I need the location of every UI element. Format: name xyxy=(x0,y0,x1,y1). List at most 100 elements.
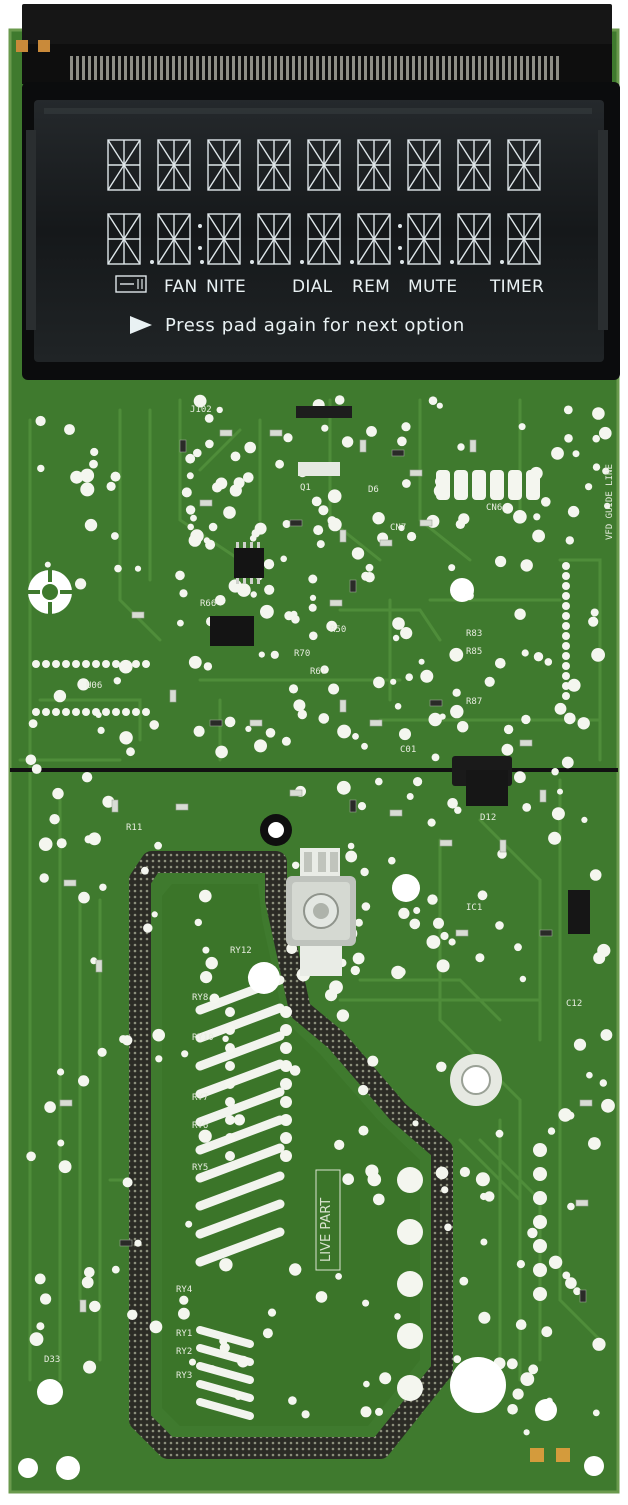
smd-part xyxy=(339,699,347,713)
silkscreen-labels: U06J102Q1D33R11C01RY1RY2RY3RY4RY5RY6RY7R… xyxy=(44,405,582,1381)
solder-pad xyxy=(358,1084,369,1096)
ground-star-pad xyxy=(28,570,72,614)
solder-pad xyxy=(316,540,325,549)
connector-pin xyxy=(424,56,427,80)
vfd-decimal-point xyxy=(350,260,354,264)
solder-pad xyxy=(208,1365,217,1374)
vfd-digit xyxy=(407,213,441,265)
connector-pin xyxy=(328,56,331,80)
vfd-digit xyxy=(207,213,241,265)
ic-leg xyxy=(243,542,246,548)
vfd-digit xyxy=(457,213,491,265)
connector-pin xyxy=(316,56,319,80)
solder-pad xyxy=(586,1071,593,1079)
solder-pad xyxy=(520,559,533,572)
solder-pad xyxy=(229,484,242,497)
relay-pad xyxy=(225,1043,235,1053)
ic-leg xyxy=(257,542,260,548)
solder-pad xyxy=(258,651,265,658)
smd-part xyxy=(369,719,383,727)
solder-pad xyxy=(204,414,214,423)
relay-stripe xyxy=(195,1003,285,1043)
solder-pad xyxy=(477,890,488,901)
solder-pad xyxy=(367,1055,379,1067)
solder-pad xyxy=(589,869,602,881)
solder-pad xyxy=(551,447,564,460)
solder-pad xyxy=(345,850,358,863)
solder-pad xyxy=(57,1068,65,1076)
header-pad xyxy=(132,708,140,716)
vfd-decimal-point xyxy=(150,260,154,264)
solder-pad xyxy=(564,434,573,443)
solder-pad xyxy=(521,649,529,657)
solder-pad xyxy=(280,555,288,563)
solder-pad xyxy=(289,1263,302,1276)
solder-pad xyxy=(52,787,64,800)
header-pad xyxy=(42,708,50,716)
connector-pin xyxy=(334,56,337,80)
solder-pad xyxy=(495,921,504,930)
ic-leg xyxy=(236,578,239,584)
smd-part xyxy=(419,519,433,527)
connector-pin xyxy=(172,56,175,80)
solder-pad xyxy=(375,777,383,786)
solder-pad xyxy=(208,522,218,532)
solder-pad xyxy=(181,1050,189,1058)
solder-pad xyxy=(233,1114,245,1126)
solder-pad xyxy=(599,1079,607,1087)
solder-pad xyxy=(122,1177,133,1188)
vfd-digit xyxy=(107,139,141,191)
transistor-pad xyxy=(526,470,540,500)
large-power-pad xyxy=(397,1271,423,1297)
solder-pad xyxy=(450,704,464,719)
relay-stripe xyxy=(195,1031,285,1071)
smd-part xyxy=(79,1299,87,1313)
solder-pad xyxy=(75,578,87,590)
indicator-dial: DIAL xyxy=(292,277,333,297)
silkscreen-label: R67 xyxy=(310,667,326,677)
large-power-pad xyxy=(397,1219,423,1245)
solder-pad xyxy=(212,482,223,493)
header-pad xyxy=(562,672,570,680)
solder-pad xyxy=(436,1061,447,1073)
solder-pad xyxy=(342,1173,355,1185)
solder-pad xyxy=(185,1220,193,1228)
solder-pad xyxy=(205,956,218,970)
solder-pad xyxy=(83,1360,97,1374)
solder-pad xyxy=(134,1239,142,1247)
connector-pin xyxy=(442,56,445,80)
solder-pad xyxy=(81,772,93,783)
solder-pad xyxy=(399,728,411,741)
vfd-colon-dot xyxy=(198,246,202,250)
smd-part xyxy=(219,429,233,437)
connector-pin xyxy=(238,56,241,80)
solder-pad xyxy=(413,907,421,914)
solder-pad xyxy=(175,570,185,581)
smd-part xyxy=(349,799,357,813)
solder-pad xyxy=(215,745,228,759)
connector-pin xyxy=(538,56,541,80)
silkscreen-label: CN7 xyxy=(390,523,406,533)
solder-pad xyxy=(350,965,360,976)
solder-pad xyxy=(56,838,67,849)
solder-pad xyxy=(394,1313,401,1320)
solder-pad xyxy=(308,603,317,612)
trace xyxy=(558,558,602,762)
solder-pad xyxy=(372,512,385,525)
solder-pad xyxy=(518,423,526,431)
solder-pad xyxy=(592,1337,606,1351)
solder-pad xyxy=(190,514,197,522)
solder-pad xyxy=(334,395,345,405)
relay-stripe xyxy=(196,1326,254,1348)
smd-part xyxy=(95,959,103,973)
header-pad xyxy=(112,660,120,668)
solder-pad xyxy=(484,1191,495,1202)
connector-pin xyxy=(406,56,409,80)
header-pad xyxy=(562,582,570,590)
silkscreen-label: R83 xyxy=(466,629,482,639)
solder-pad xyxy=(358,1125,369,1136)
solder-pad xyxy=(99,883,107,891)
connector-pin xyxy=(478,56,481,80)
silkscreen-label: R70 xyxy=(294,649,310,659)
connector-pin xyxy=(250,56,253,80)
